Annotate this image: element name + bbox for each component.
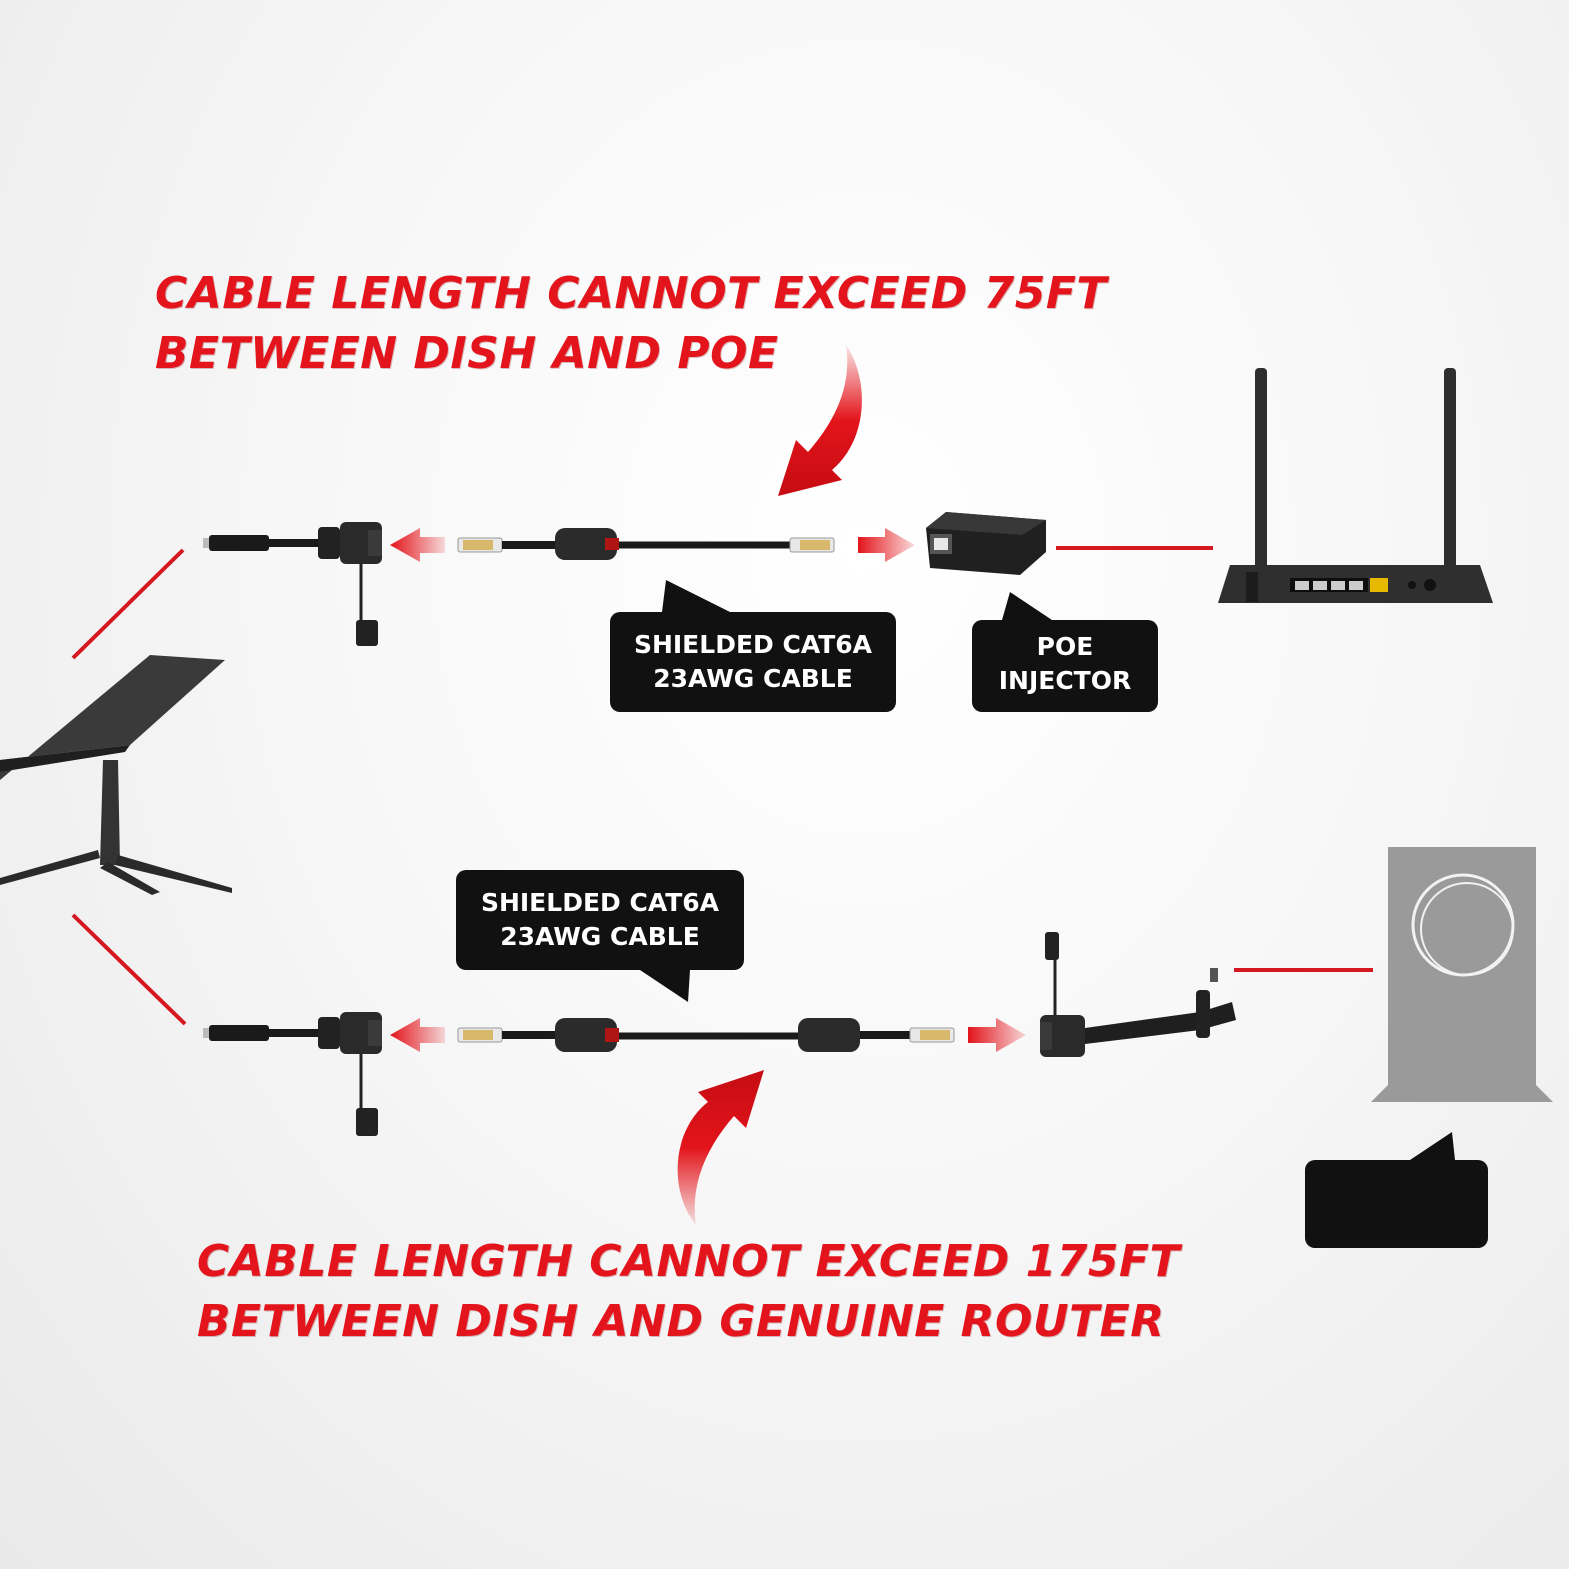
poe-callout [972, 592, 1158, 712]
arrow-right-bottom [968, 1018, 1026, 1052]
poe-callout-line2: INJECTOR [998, 666, 1132, 695]
arrow-left-top [390, 528, 445, 562]
genuine-router-icon [1371, 847, 1553, 1102]
bottom-length-note-line1: CABLE LENGTH CANNOT EXCEED 175FT [197, 1236, 1181, 1287]
bottom-length-note-line2: BETWEEN DISH AND GENUINE ROUTER [197, 1296, 1165, 1347]
top-length-note: CABLE LENGTH CANNOT EXCEED 75FT BETWEEN … [155, 264, 1107, 384]
router-callout [1305, 1132, 1488, 1248]
rj45-cable-icon [457, 1018, 955, 1052]
poe-injector-icon [926, 512, 1046, 575]
curved-arrow-icon-bottom [677, 1070, 764, 1225]
waterproof-coupler-icon [318, 1012, 382, 1136]
top-cable-callout-line1: SHIELDED CAT6A [633, 630, 873, 659]
top-cable-callout-line2: 23AWG CABLE [653, 664, 853, 693]
bottom-cable-callout [456, 870, 744, 1002]
bottom-length-note: CABLE LENGTH CANNOT EXCEED 175FT BETWEEN… [197, 1232, 1180, 1352]
bottom-cable-callout-line1: SHIELDED CAT6A [480, 888, 720, 917]
top-cable-callout-text: SHIELDED CAT6A 23AWG CABLE [610, 628, 896, 696]
bottom-dish-cable-end [203, 1025, 319, 1041]
bottom-cable-callout-text: SHIELDED CAT6A 23AWG CABLE [456, 886, 744, 954]
top-length-note-line2: BETWEEN DISH AND POE [155, 328, 779, 379]
bottom-cable-callout-line2: 23AWG CABLE [500, 922, 700, 951]
top-dish-cable-end [203, 535, 319, 551]
dish-guide-line-bottom [71, 913, 187, 1026]
arrow-left-bottom [390, 1018, 445, 1052]
satellite-dish-icon [0, 655, 232, 895]
curved-arrow-icon-top [778, 345, 862, 496]
dish-guide-line-top [71, 548, 185, 660]
waterproof-coupler-icon [318, 522, 382, 646]
arrow-right-top [858, 528, 915, 562]
right-angle-adapter-icon [1040, 932, 1236, 1057]
poe-callout-text: POE INJECTOR [972, 630, 1158, 698]
poe-callout-line1: POE [1036, 632, 1094, 661]
rj45-cable-icon [457, 528, 835, 560]
top-cable-callout [610, 580, 896, 712]
wifi-router-icon [1218, 368, 1493, 603]
top-length-note-line1: CABLE LENGTH CANNOT EXCEED 75FT [155, 268, 1107, 319]
